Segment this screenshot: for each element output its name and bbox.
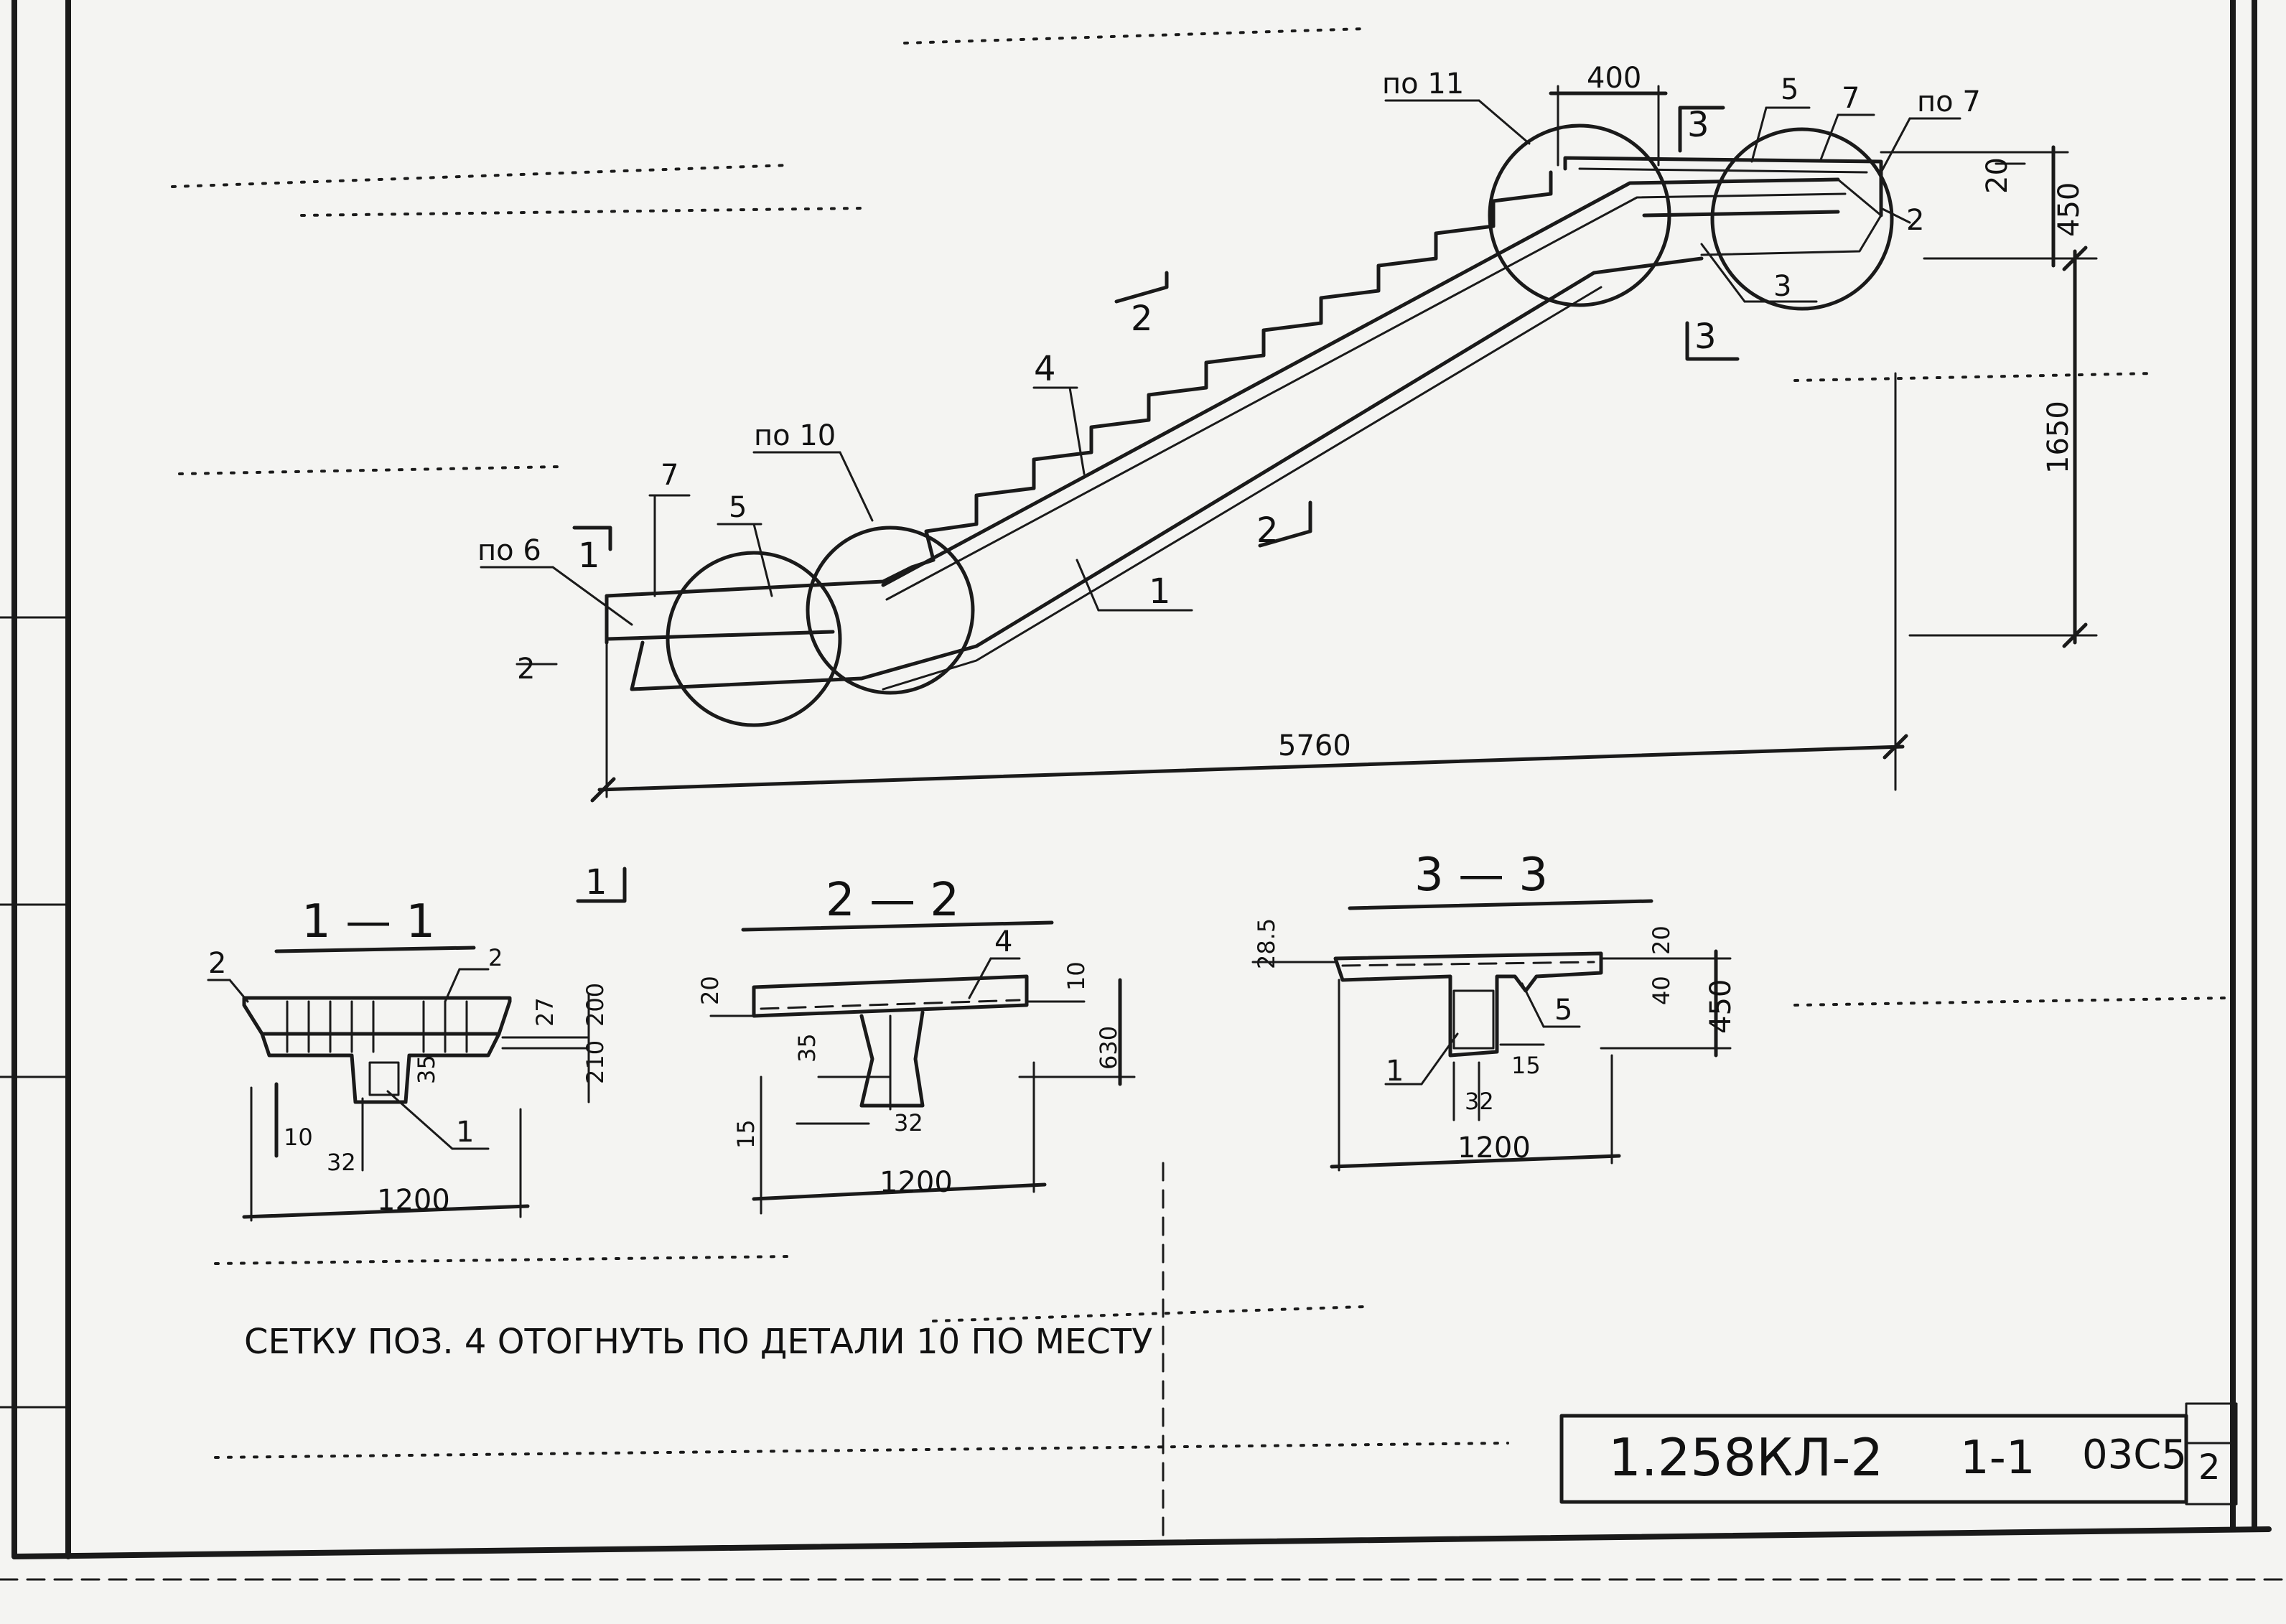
sheet-frame	[0, 0, 2286, 1581]
cut-1-bottom: 1	[585, 862, 607, 902]
steps	[910, 170, 1553, 569]
section-1-1: 1 — 1 1 2 2 1200 10 32 35 27 200 210	[207, 895, 609, 1222]
dim-landing: 400	[1549, 62, 1668, 167]
s33-mark-1: 1	[1386, 1055, 1404, 1088]
dim-length: 5760	[590, 372, 1908, 803]
label-mark-7-top: 7	[1842, 82, 1860, 115]
label-po11: по 11	[1382, 67, 1464, 101]
s11-d27: 27	[531, 997, 559, 1027]
title-code: 1.258КЛ-2	[1608, 1427, 1883, 1488]
detail-circle-po11	[1488, 123, 1671, 307]
cut-3-bottom: 3	[1694, 317, 1717, 357]
dim-right: 450 20	[1880, 145, 2086, 268]
s11-d210: 210	[582, 1040, 609, 1084]
title-sheet: 1-1	[1960, 1432, 2035, 1485]
s11-width: 1200	[377, 1184, 450, 1217]
label-mark-2-top: 2	[1906, 204, 1924, 237]
s33-mark-5: 5	[1554, 994, 1572, 1027]
section-markers: 1 1 2 2 3 3	[572, 105, 1740, 903]
section-1-1-title: 1 — 1	[302, 895, 435, 948]
dim-450-label: 450	[2053, 182, 2086, 237]
s22-d35: 35	[793, 1033, 821, 1063]
cut-2-top: 2	[1131, 299, 1153, 339]
section-3-3: 3 — 3 5 1 1200 28.5 20 450 40 32 15	[1251, 849, 1737, 1172]
drawing-note: СЕТКУ ПОЗ. 4 ОТОГНУТЬ ПО ДЕТАЛИ 10 ПО МЕ…	[244, 1322, 1152, 1362]
label-po7: по 7	[1917, 85, 1981, 118]
section-2-2: 2 — 2 4 1200 20 10 630 35 32 15	[696, 874, 1136, 1215]
cut-3-top: 3	[1687, 105, 1709, 145]
title-page: 2	[2198, 1447, 2221, 1488]
dim-400-label: 400	[1587, 62, 1641, 95]
s11-d10: 10	[284, 1124, 313, 1151]
cut-2-bottom: 2	[1256, 510, 1279, 551]
label-mark-5-bottom: 5	[729, 491, 747, 524]
s22-d20: 20	[696, 976, 724, 1005]
label-mark-5-top: 5	[1781, 73, 1799, 106]
s33-d32: 32	[1465, 1088, 1494, 1115]
position-labels: по 11 по 10 по 6 по 7 1 4 5 7 2	[477, 67, 1981, 686]
dim-height-label: 1650	[2042, 401, 2075, 474]
label-mark-2-bottom: 2	[517, 653, 535, 686]
s33-d20: 20	[1648, 925, 1675, 955]
s11-d32: 32	[327, 1149, 356, 1176]
label-mark-3-top: 3	[1773, 270, 1791, 303]
s11-d200: 200	[582, 983, 609, 1027]
label-po6: по 6	[477, 534, 541, 567]
s22-d10: 10	[1063, 961, 1090, 991]
dim-length-label: 5760	[1278, 729, 1351, 762]
dim-20-label: 20	[1981, 157, 2014, 194]
section-2-2-title: 2 — 2	[826, 874, 959, 927]
section-3-3-title: 3 — 3	[1414, 849, 1548, 902]
label-po10: по 10	[754, 419, 836, 452]
s22-d32: 32	[894, 1109, 923, 1137]
s33-width: 1200	[1457, 1131, 1531, 1165]
s11-d35: 35	[413, 1055, 440, 1084]
label-mark-1: 1	[1149, 571, 1171, 612]
s11-mark-2-left: 2	[208, 947, 226, 980]
title-suffix: 03С5	[2082, 1432, 2187, 1478]
s22-mark-4: 4	[994, 925, 1012, 958]
detail-circle-po7	[1710, 127, 1894, 311]
s22-d630: 630	[1095, 1026, 1122, 1070]
label-mark-4: 4	[1034, 349, 1056, 389]
title-block: 1.258КЛ-2 1-1 03С5 2	[1559, 1402, 2238, 1506]
cut-1-top: 1	[578, 536, 600, 576]
s22-d15: 15	[732, 1119, 760, 1149]
s33-d285: 28.5	[1253, 918, 1280, 969]
s22-width: 1200	[880, 1166, 953, 1199]
s11-mark-2-right: 2	[488, 944, 503, 971]
detail-circle-po10	[806, 526, 975, 695]
s33-d40: 40	[1648, 976, 1675, 1005]
detail-circle-po6	[666, 551, 842, 727]
s33-d15: 15	[1511, 1052, 1541, 1079]
s33-d450: 450	[1704, 979, 1737, 1034]
background-hatch	[171, 27, 2227, 1538]
label-mark-7-bottom: 7	[661, 459, 678, 492]
dim-height: 1650	[1908, 246, 2098, 648]
stair-flight-view: 5760 1650 450 20 400	[477, 62, 2098, 903]
s11-mark-1: 1	[456, 1116, 474, 1149]
